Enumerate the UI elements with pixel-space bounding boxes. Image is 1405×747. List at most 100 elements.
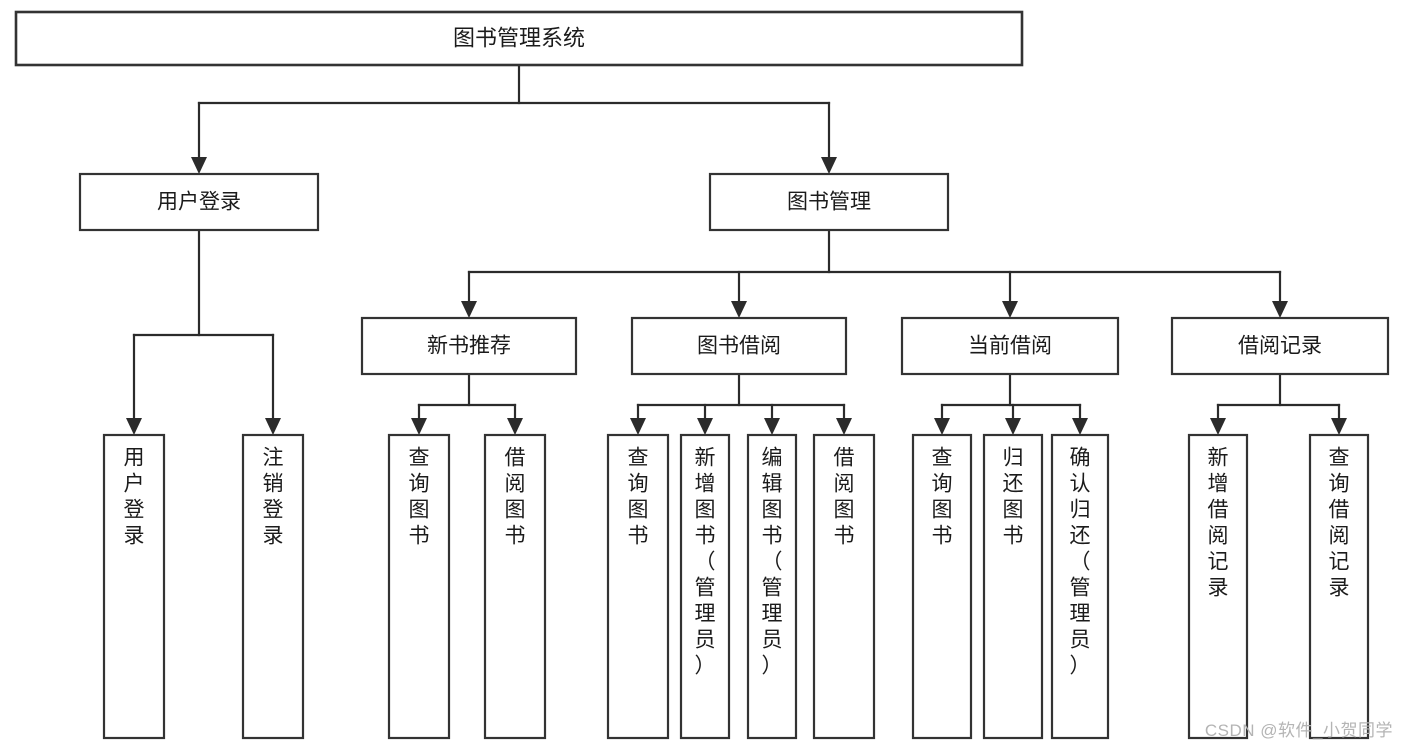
node-label-char: 借 — [834, 447, 855, 470]
arrow-head-icon — [126, 418, 142, 435]
node-l3-当前借阅[interactable]: 当前借阅 — [900, 316, 1120, 376]
node-label-char: 询 — [932, 473, 953, 496]
node-box[interactable] — [483, 433, 547, 740]
node-box[interactable] — [360, 316, 578, 376]
node-label-char: 还 — [1003, 473, 1024, 496]
node-box[interactable] — [1170, 316, 1390, 376]
node-label-char: 录 — [263, 525, 284, 548]
node-label-char: 阅 — [505, 473, 526, 496]
node-label-char: 图 — [1003, 499, 1024, 522]
arrow-head-icon — [1210, 418, 1226, 435]
node-label-char: ） — [762, 655, 783, 678]
node-label-char: 询 — [1329, 473, 1350, 496]
node-box[interactable] — [241, 433, 305, 740]
node-box[interactable] — [982, 433, 1044, 740]
node-label-char: 新 — [1208, 447, 1229, 470]
node-l3-图书借阅[interactable]: 图书借阅 — [630, 316, 848, 376]
node-label-char: 书 — [505, 525, 526, 548]
node-label-char: 书 — [409, 525, 430, 548]
node-label-char: 查 — [628, 447, 649, 470]
arrow-head-icon — [1002, 301, 1018, 318]
arrow-head-icon — [934, 418, 950, 435]
arrow-head-icon — [630, 418, 646, 435]
node-box[interactable] — [911, 433, 973, 740]
node-box[interactable] — [900, 316, 1120, 376]
node-label-char: 录 — [124, 525, 145, 548]
node-box[interactable] — [708, 172, 950, 232]
node-label-char: 书 — [932, 525, 953, 548]
node-box[interactable] — [1187, 433, 1249, 740]
node-label-char: 增 — [695, 473, 716, 496]
node-label-char: 新 — [695, 447, 716, 470]
node-label-char: 认 — [1070, 473, 1091, 496]
node-box[interactable] — [1308, 433, 1370, 740]
node-box[interactable] — [78, 172, 320, 232]
node-label-char: 理 — [762, 603, 783, 626]
arrow-head-icon — [411, 418, 427, 435]
node-label-char: （ — [695, 551, 716, 574]
arrow-head-icon — [764, 418, 780, 435]
node-label-char: 阅 — [1329, 525, 1350, 548]
arrow-head-icon — [191, 157, 207, 174]
node-box[interactable] — [606, 433, 670, 740]
node-label-char: 图 — [834, 499, 855, 522]
node-root-图书管理系统[interactable]: 图书管理系统 — [14, 10, 1024, 67]
node-label-char: 图 — [505, 499, 526, 522]
node-label-char: 理 — [1070, 603, 1091, 626]
arrow-head-icon — [461, 301, 477, 318]
node-label-char: 用 — [124, 447, 145, 470]
node-label-char: 查 — [409, 447, 430, 470]
node-label-char: 记 — [1329, 551, 1350, 574]
node-label-char: 销 — [263, 473, 284, 496]
node-label-char: 图 — [932, 499, 953, 522]
node-label-char: 登 — [263, 499, 284, 522]
arrow-head-icon — [697, 418, 713, 435]
arrow-head-icon — [1331, 418, 1347, 435]
node-label-char: 员 — [762, 629, 783, 652]
node-label-char: 借 — [505, 447, 526, 470]
arrow-head-icon — [836, 418, 852, 435]
node-label-char: 员 — [1070, 629, 1091, 652]
node-l3-新书推荐[interactable]: 新书推荐 — [360, 316, 578, 376]
node-box[interactable] — [679, 433, 731, 740]
node-l2-图书管理[interactable]: 图书管理 — [708, 172, 950, 232]
node-label: 用户登录 — [157, 191, 241, 214]
node-label-char: 书 — [834, 525, 855, 548]
node-label-char: （ — [762, 551, 783, 574]
node-label-char: 询 — [628, 473, 649, 496]
node-label-char: 还 — [1070, 525, 1091, 548]
node-label-char: 书 — [695, 525, 716, 548]
arrow-head-icon — [1272, 301, 1288, 318]
watermark-text: CSDN @软件_小贺同学 — [1204, 721, 1393, 740]
node-box[interactable] — [630, 316, 848, 376]
node-label-char: 记 — [1208, 551, 1229, 574]
node-label-char: 阅 — [834, 473, 855, 496]
node-label-char: 户 — [124, 473, 145, 496]
node-box[interactable] — [14, 10, 1024, 67]
node-label-char: （ — [1070, 551, 1091, 574]
node-box[interactable] — [387, 433, 451, 740]
node-box[interactable] — [1050, 433, 1110, 740]
node-l2-用户登录[interactable]: 用户登录 — [78, 172, 320, 232]
node-label: 新书推荐 — [427, 335, 511, 358]
node-box[interactable] — [812, 433, 876, 740]
node-label-char: 借 — [1329, 499, 1350, 522]
node-leaf-0[interactable]: 用户登录 — [102, 433, 166, 740]
node-l3-借阅记录[interactable]: 借阅记录 — [1170, 316, 1390, 376]
node-label-char: 图 — [762, 499, 783, 522]
node-box[interactable] — [746, 433, 798, 740]
node-box[interactable] — [102, 433, 166, 740]
node-label: 图书管理系统 — [453, 25, 585, 50]
